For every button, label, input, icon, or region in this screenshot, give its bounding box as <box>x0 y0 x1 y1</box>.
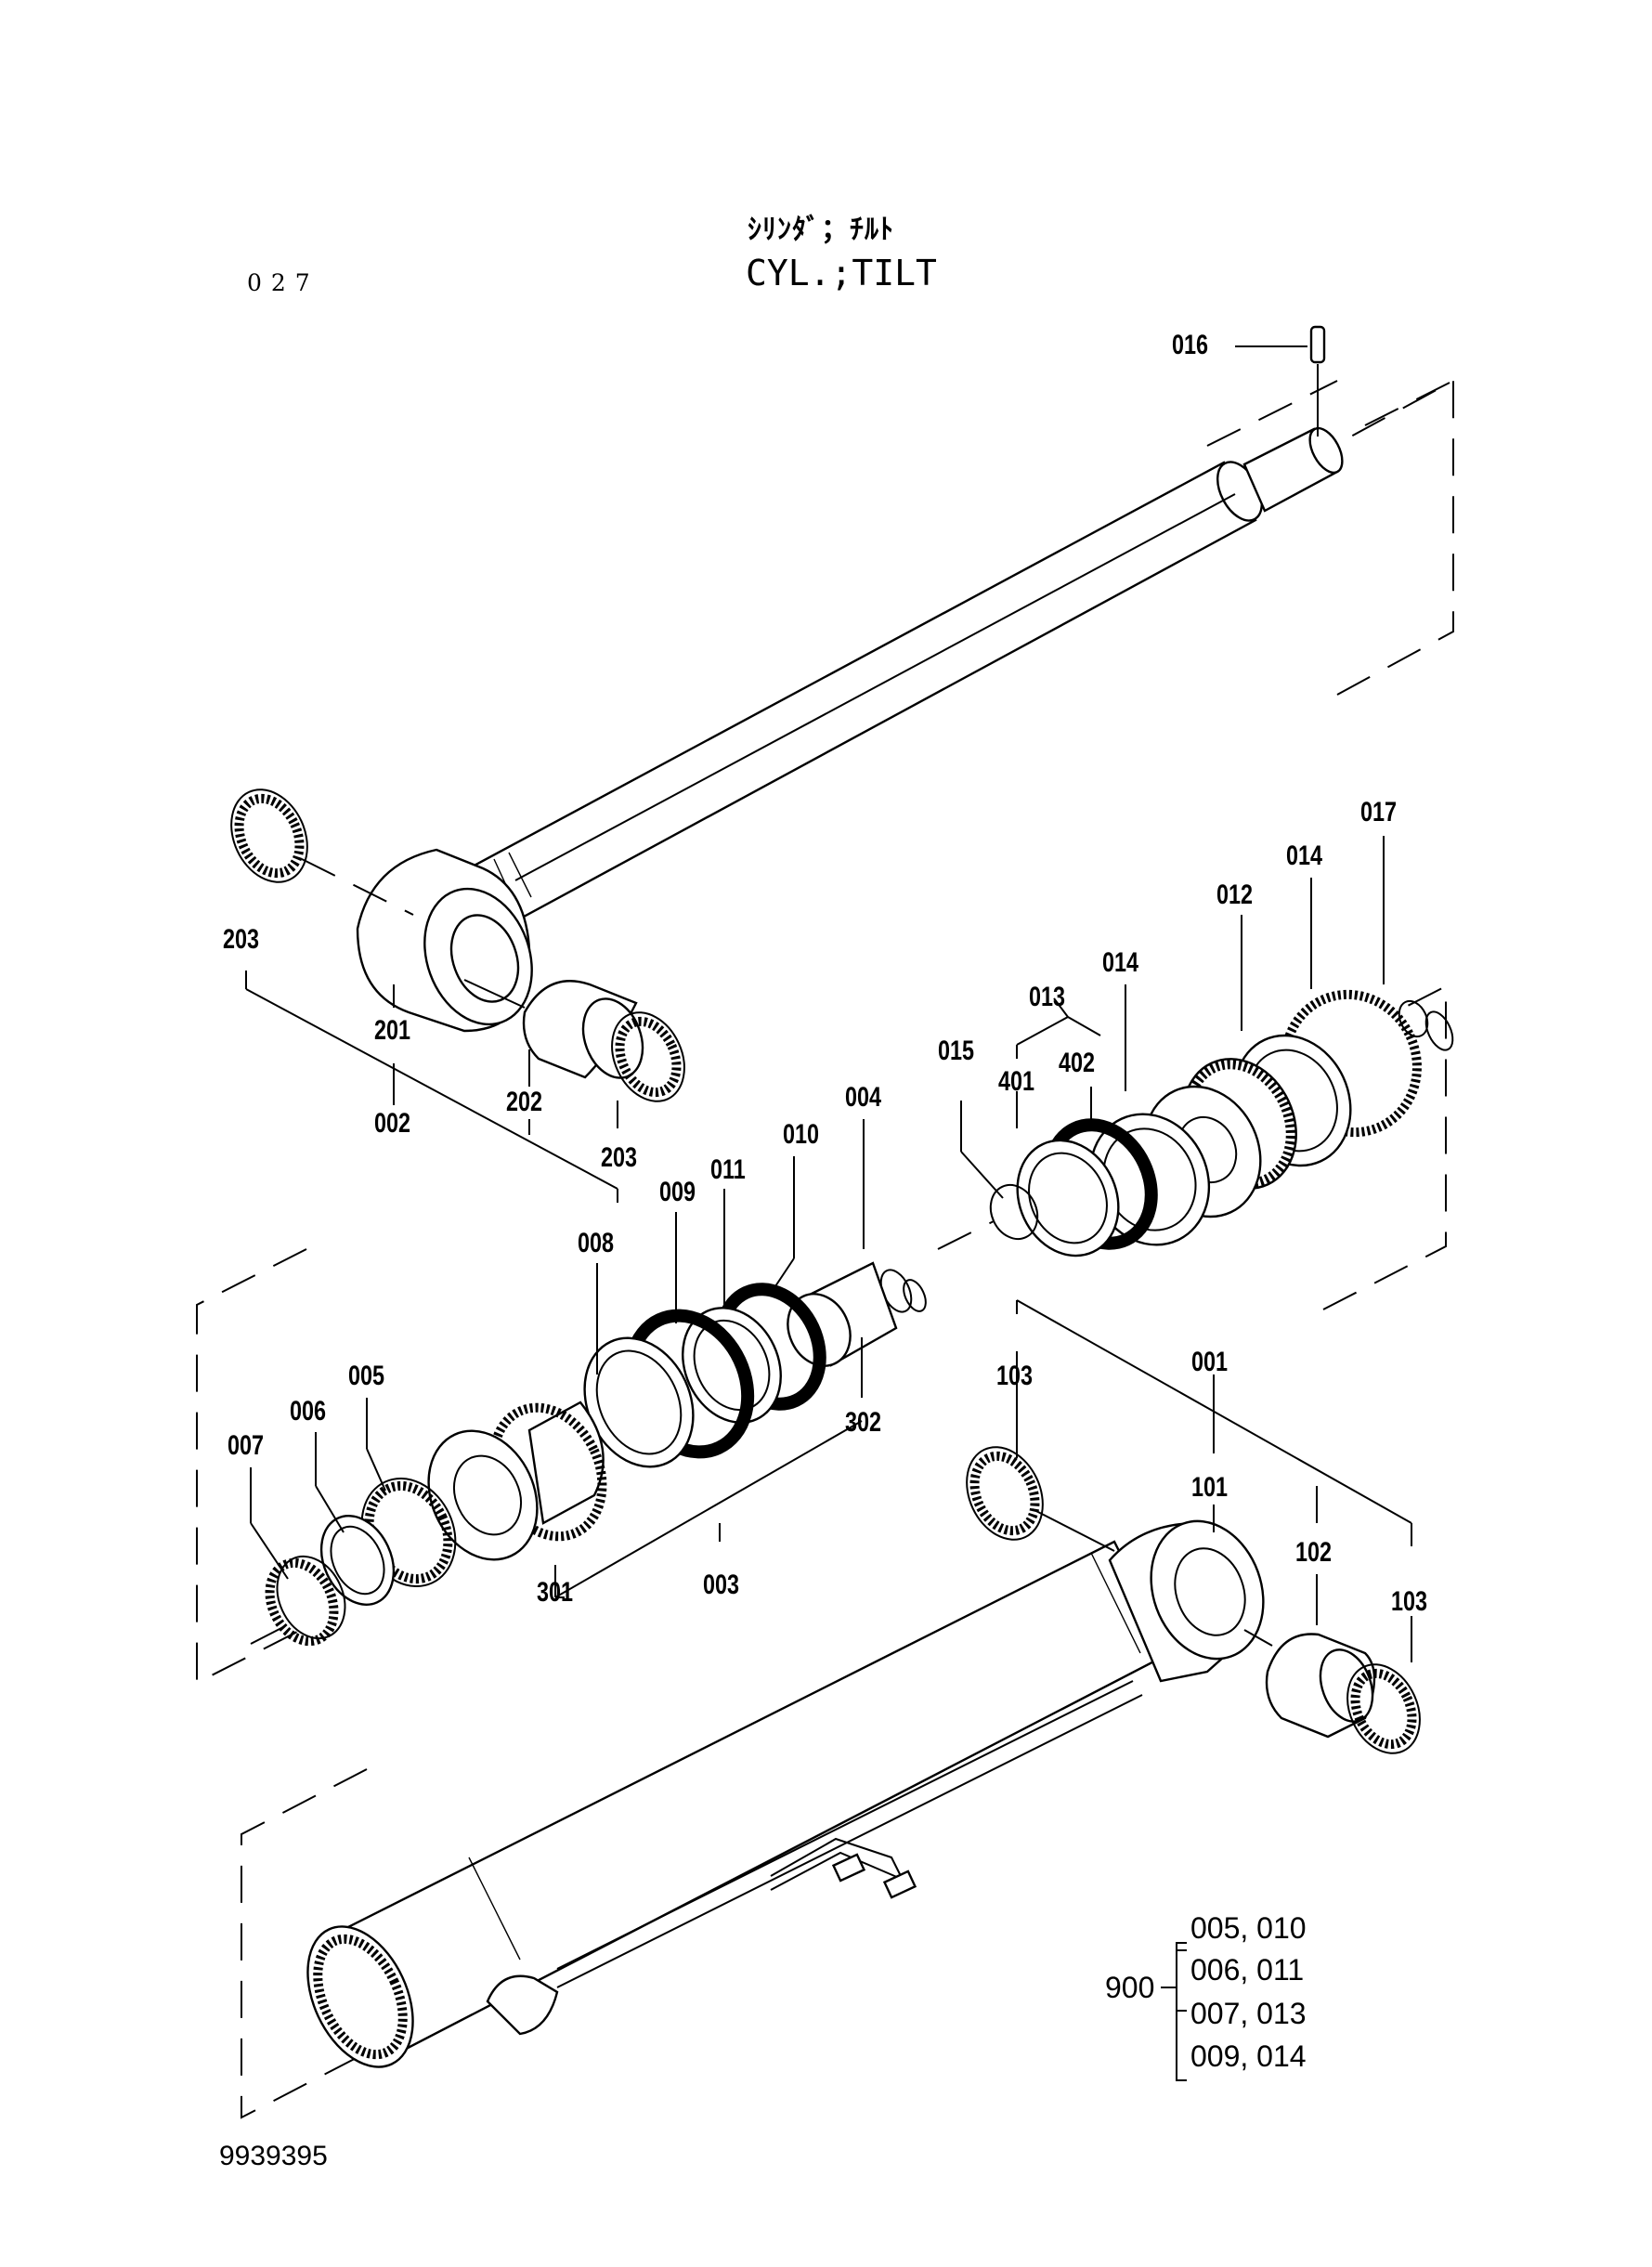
rod-eye-parts <box>230 788 685 1102</box>
seal-kit-row: 007, 013 <box>1190 1997 1307 2030</box>
part-label-010: 010 <box>783 1119 820 1150</box>
part-label-012: 012 <box>1216 879 1254 910</box>
document-number: 9939395 <box>219 2141 328 2171</box>
seal-kit-number: 900 <box>1105 1971 1155 2004</box>
part-label-004: 004 <box>845 1082 882 1113</box>
rod-eye <box>356 848 533 1033</box>
leader-lines <box>245 836 1412 2081</box>
part-label-101: 101 <box>1191 1472 1229 1503</box>
part-label-001: 001 <box>1191 1347 1229 1377</box>
part-label-003: 003 <box>703 1570 740 1600</box>
part-label-014-lower: 014 <box>1102 947 1139 978</box>
part-label-102: 102 <box>1295 1537 1333 1568</box>
part-label-013: 013 <box>1029 982 1066 1012</box>
part-label-302: 302 <box>845 1407 882 1438</box>
tube-end-parts <box>966 1446 1421 1754</box>
seal-kit-row: 005, 010 <box>1190 1911 1307 1945</box>
gland-assembly <box>250 1261 927 1647</box>
title-japanese: ｼﾘﾝﾀﾞ；ﾁﾙﾄ <box>748 214 894 246</box>
part-label-009: 009 <box>659 1177 696 1207</box>
part-label-103-right: 103 <box>1391 1586 1428 1617</box>
seal-kit-row: 009, 014 <box>1190 2039 1307 2073</box>
piston-rod <box>467 426 1344 931</box>
page-number: 027 <box>247 269 319 296</box>
part-label-017: 017 <box>1360 797 1398 827</box>
part-label-016: 016 <box>1172 330 1209 360</box>
title-english: CYL.;TILT <box>746 253 937 293</box>
part-label-005: 005 <box>348 1361 385 1391</box>
cylinder-tube <box>306 1519 1265 2068</box>
part-label-007: 007 <box>228 1430 265 1461</box>
part-label-203-left: 203 <box>223 924 260 955</box>
part-label-006: 006 <box>290 1396 327 1427</box>
part-label-014-upper: 014 <box>1286 840 1323 871</box>
part-label-011: 011 <box>710 1154 746 1185</box>
piston-assembly <box>937 989 1454 1257</box>
pin-016 <box>1235 325 1326 436</box>
seal-kit-row: 006, 011 <box>1190 1953 1305 1987</box>
part-label-103-left: 103 <box>996 1361 1034 1391</box>
part-label-401: 401 <box>998 1066 1035 1097</box>
part-label-008: 008 <box>578 1228 615 1258</box>
part-label-203-right: 203 <box>601 1142 638 1173</box>
part-label-201: 201 <box>374 1015 411 1046</box>
part-label-402: 402 <box>1059 1048 1096 1078</box>
part-label-202: 202 <box>506 1087 543 1117</box>
part-label-002: 002 <box>374 1108 411 1139</box>
dashed-boundaries <box>196 379 1454 2119</box>
part-label-015: 015 <box>938 1036 975 1066</box>
part-label-301: 301 <box>537 1577 574 1608</box>
